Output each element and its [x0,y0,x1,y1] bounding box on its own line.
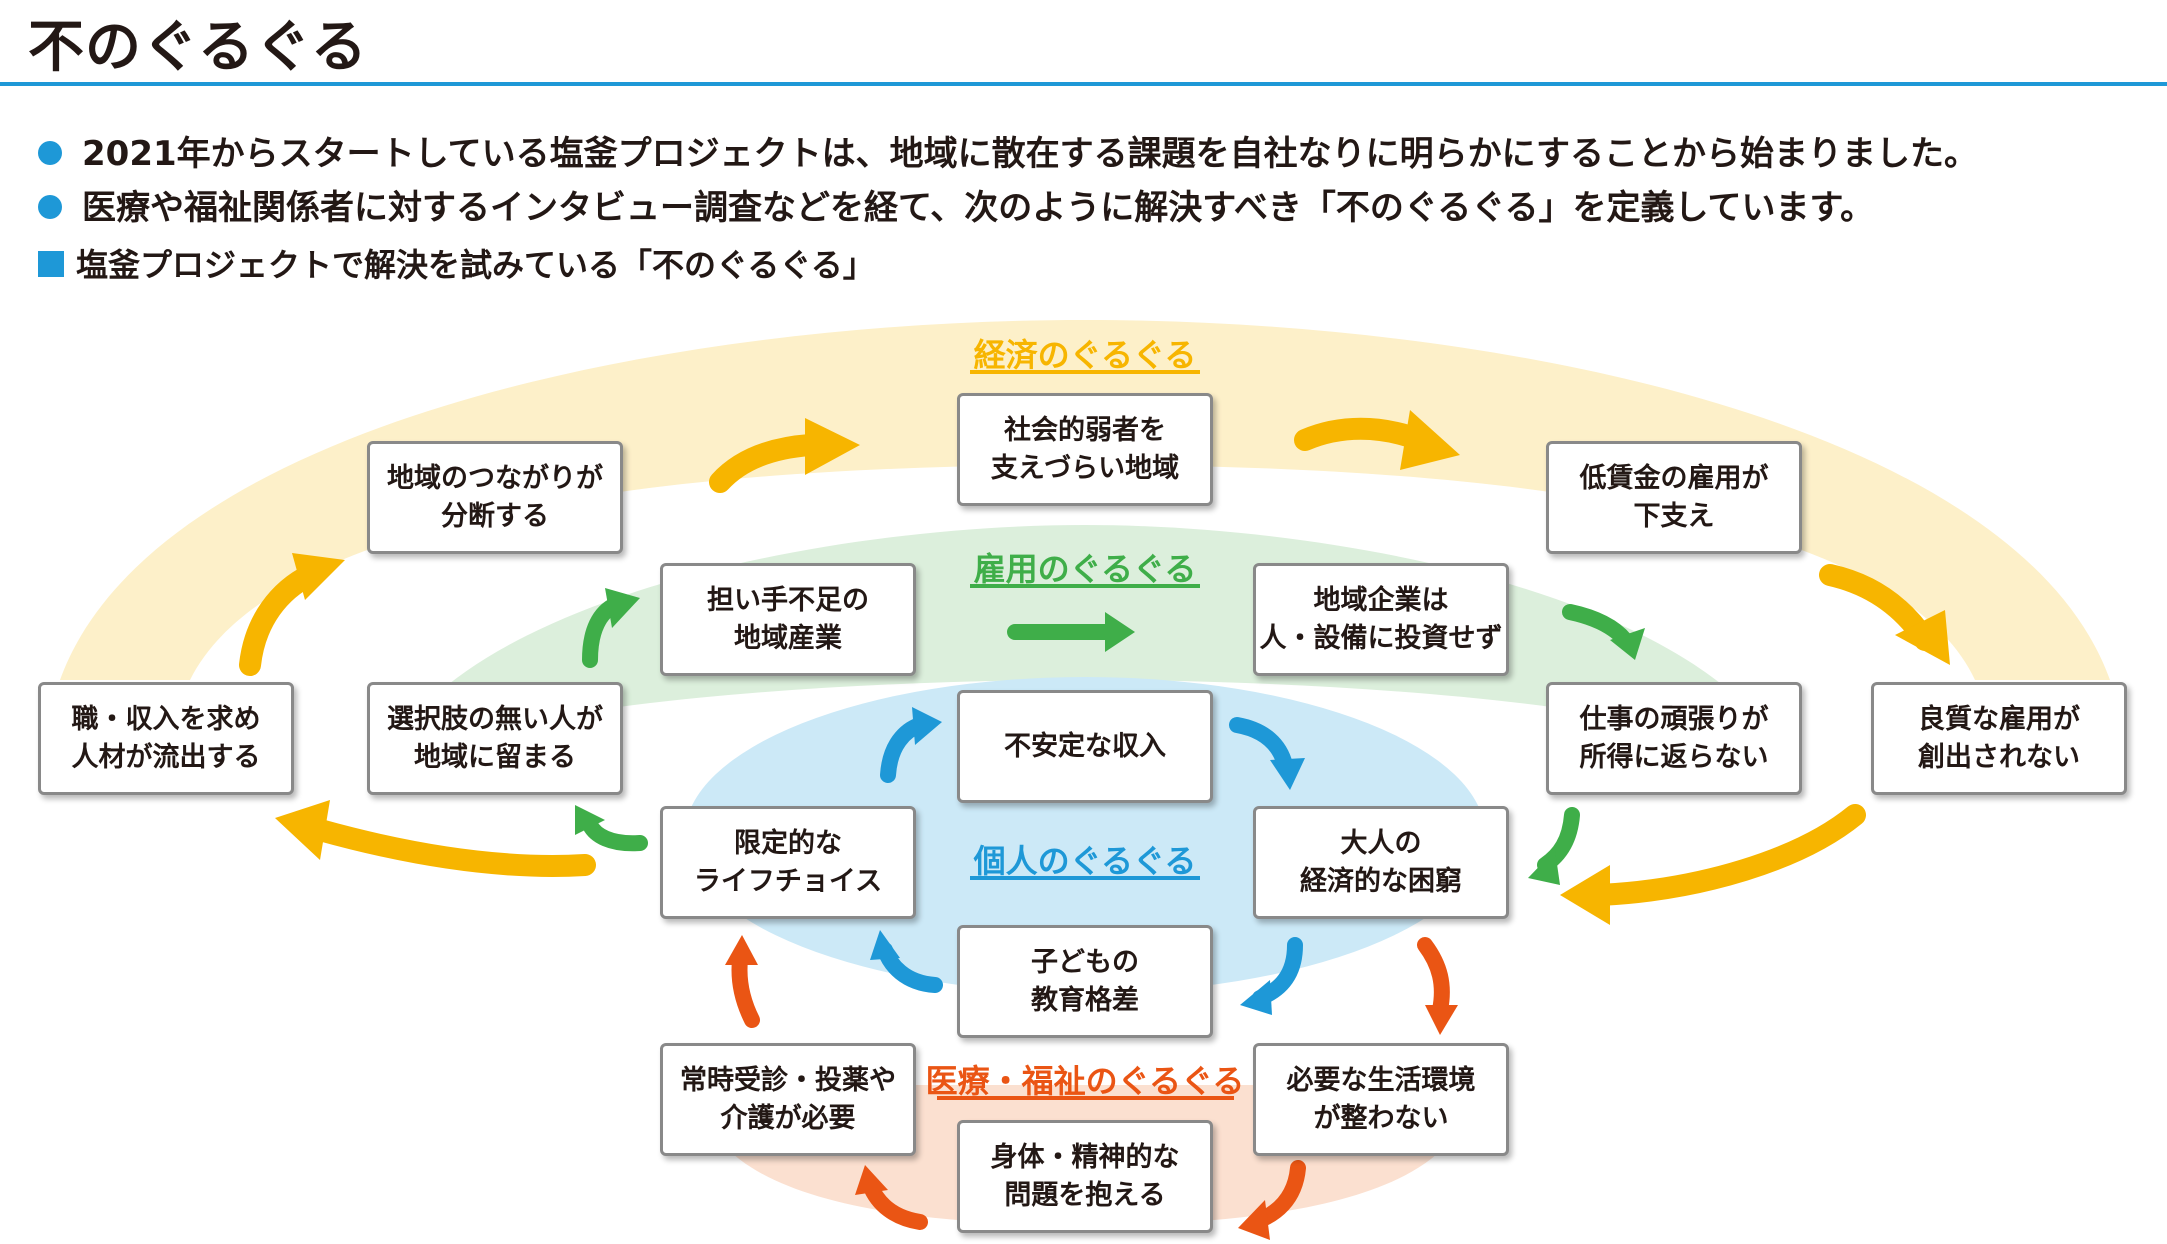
section-heading: 塩釜プロジェクトで解決を試みている「不のぐるぐる」 [38,240,875,286]
arrowhead-icon [1270,758,1305,790]
employment-box-labor-shortage: 担い手不足の 地域産業 [660,563,916,676]
employment-arrow [582,817,648,852]
medical-box-health-problems: 身体・精神的な 問題を抱える [957,1120,1213,1233]
employment-box-no-investment: 地域企業は 人・設備に投資せず [1253,563,1509,676]
economy-box-low-wage: 低賃金の雇用が 下支え [1546,441,1802,554]
title-divider [0,82,2167,86]
arrowhead-icon [1240,980,1272,1015]
medical-box-care-needed: 常時受診・投薬や 介護が必要 [660,1043,916,1156]
arrowhead-icon [1528,850,1560,885]
arrowhead-icon [1238,1200,1270,1240]
bullet-dot-icon [38,140,62,165]
employment-cycle-label: 雇用のぐるぐる [973,550,1197,588]
economy-arrow [309,819,596,877]
individual-label-underline [970,876,1200,880]
economy-cycle-label: 経済のぐるぐる [973,336,1197,374]
arrowhead-icon [805,418,860,475]
individual-box-education-gap: 子どもの 教育格差 [957,925,1213,1038]
arrowhead-icon [605,588,640,628]
arrowhead-icon [292,553,345,600]
bullet-text: 2021年からスタートしている塩釜プロジェクトは、地域に散在する課題を自社なりに… [82,134,1978,174]
arrowhead-icon [1425,1005,1458,1035]
arrowhead-icon [1895,610,1950,665]
bullet-dot-icon [38,194,62,219]
economy-box-weak-support: 社会的弱者を 支えづらい地域 [957,393,1213,506]
economy-arrow [1294,417,1431,451]
individual-box-adult-poverty: 大人の 経済的な困窮 [1253,806,1509,919]
bullet-text: 医療や福祉関係者に対するインタビュー調査などを経て、次のように解決すべき「不のぐ… [82,188,1875,228]
individual-box-limited-choice: 限定的な ライフチョイス [660,806,916,919]
bullet-item: 医療や福祉関係者に対するインタビュー調査などを経て、次のように解決すべき「不のぐ… [38,180,1874,229]
arrowhead-icon [575,805,605,835]
economy-box-community-divided: 地域のつながりが 分断する [367,441,623,554]
arrowhead-icon [1400,410,1460,470]
arrowhead-icon [1560,865,1610,925]
bullet-item: 2021年からスタートしている塩釜プロジェクトは、地域に散在する課題を自社なりに… [38,126,1978,175]
employment-label-underline [970,584,1200,588]
economy-box-talent-outflow: 職・収入を求め 人材が流出する [38,682,294,795]
economy-band [60,320,2110,680]
square-bullet-icon [38,251,64,277]
page-title: 不のぐるぐる [28,15,368,80]
economy-box-no-quality-jobs: 良質な雇用が 創出されない [1871,682,2127,795]
economy-label-underline [970,370,1200,374]
individual-box-unstable-income: 不安定な収入 [957,690,1213,803]
medical-arrow [731,952,760,1028]
economy-arrow [1589,804,1866,906]
section-heading-text: 塩釜プロジェクトで解決を試みている「不のぐるぐる」 [76,246,875,284]
arrowhead-icon [912,707,942,745]
arrowhead-icon [870,930,900,960]
employment-box-effort-unrewarded: 仕事の頑張りが 所得に返らない [1546,682,1802,795]
medical-label-underline [937,1096,1234,1100]
arrowhead-icon [275,800,330,860]
medical-arrow [1417,937,1450,1018]
arrowhead-icon [855,1165,888,1195]
medical-box-living-environment: 必要な生活環境 が整わない [1253,1043,1509,1156]
economy-arrow [709,434,821,493]
medical-cycle-label: 医療・福祉のぐるぐる [925,1062,1245,1100]
individual-cycle-label: 個人のぐるぐる [973,842,1197,880]
arrowhead-icon [1105,612,1135,652]
arrowhead-icon [1610,628,1645,660]
employment-box-no-choice-stay: 選択肢の無い人が 地域に留まる [367,682,623,795]
arrowhead-icon [725,935,758,965]
